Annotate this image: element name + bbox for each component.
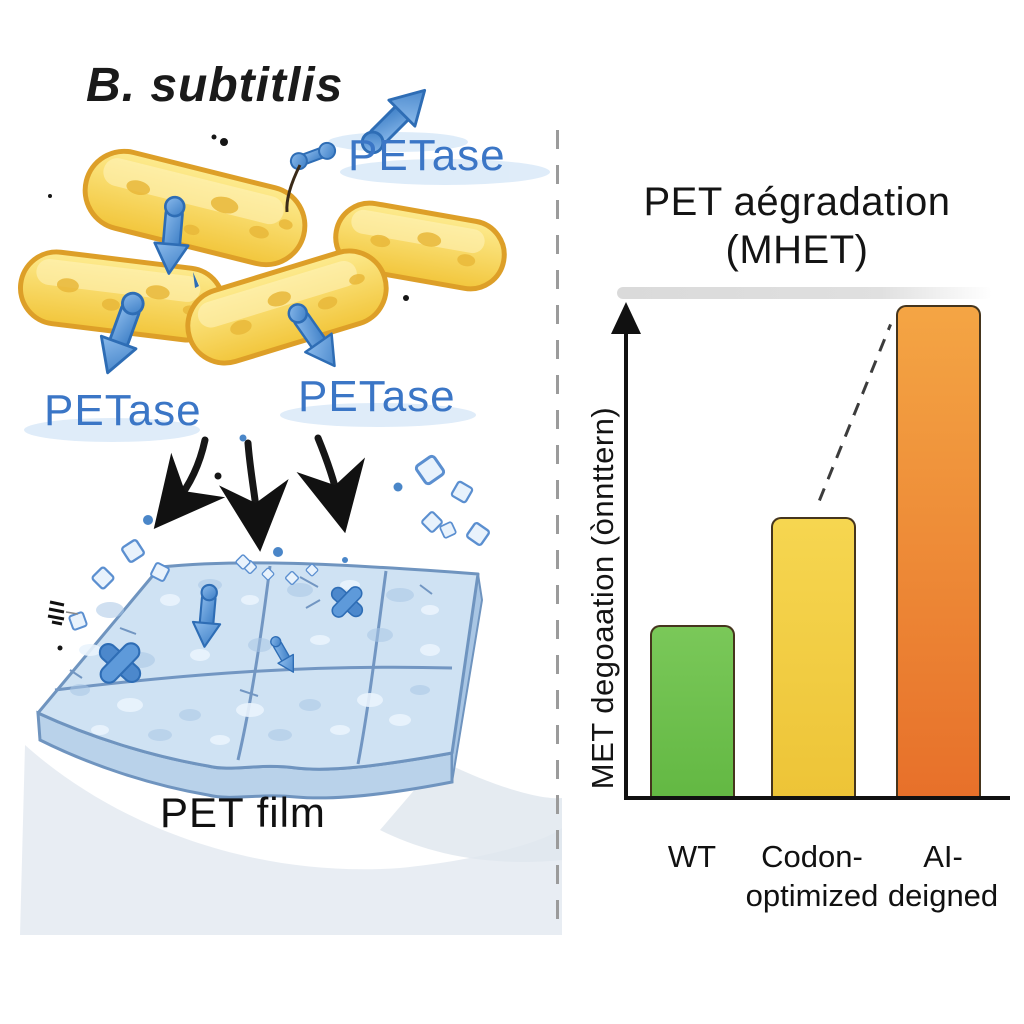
chart-top-smudge <box>617 287 992 299</box>
pet-film-illustration <box>36 559 484 800</box>
pet-film-label: PET film <box>160 789 326 836</box>
secretion-line <box>285 164 302 213</box>
y-axis-label: MET degoaation (ònnttern) <box>585 406 620 790</box>
chart-title-line2: (MHET) <box>725 228 869 272</box>
bacterium-3 <box>17 249 227 343</box>
bacterium-4 <box>185 248 389 366</box>
x-axis-line <box>624 796 1010 800</box>
y-axis-line <box>624 330 628 798</box>
chart-title-line1: PET aégradation <box>643 180 951 224</box>
y-axis-arrowhead-icon <box>611 302 641 334</box>
panel-divider <box>556 130 559 925</box>
petase-dumbbell-icon <box>289 141 337 171</box>
bacterium-1 <box>82 148 308 268</box>
film-texture <box>70 579 440 745</box>
petase-label-3: PETase <box>298 372 456 421</box>
film-cracks <box>54 565 453 765</box>
ink-specks <box>47 134 409 651</box>
petase-label-1: PETase <box>348 131 506 180</box>
bacteria-cells <box>17 148 507 366</box>
organism-title: B. subtitlis <box>86 59 344 112</box>
enzyme-droplet <box>193 272 199 288</box>
petase-label-2: PETase <box>44 386 202 435</box>
down-arrow-icons <box>153 434 366 552</box>
chart-title: PET aégradation (MHET) <box>597 178 997 274</box>
petase-enzyme-icons <box>88 75 440 381</box>
